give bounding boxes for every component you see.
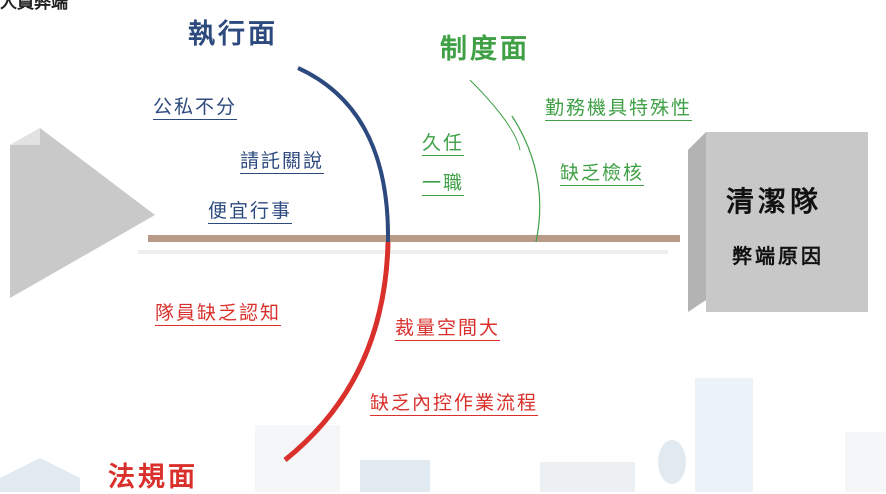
system-bone-upper: [469, 79, 521, 151]
cause-regulation-3: 缺乏內控作業流程: [370, 392, 539, 414]
cause-system-2: 一職: [422, 172, 465, 194]
header-fragment: 人員弊端: [0, 0, 68, 13]
category-system: 制度面: [440, 34, 530, 65]
cause-system-1: 久任: [422, 132, 465, 154]
spine-shadow: [138, 250, 668, 254]
category-execution: 執行面: [188, 19, 278, 50]
cause-regulation-1: 隊員缺乏認知: [155, 302, 282, 324]
head-subtitle: 弊端原因: [732, 244, 824, 268]
system-bone-lower: [511, 115, 541, 243]
fish-head-box: [688, 132, 868, 312]
cause-execution-2: 請託關說: [240, 150, 325, 172]
cause-regulation-2: 裁量空間大: [395, 317, 501, 339]
fishbone-spine: [148, 235, 680, 242]
cause-execution-1: 公私不分: [153, 96, 238, 118]
fish-tail: [10, 128, 155, 298]
city-skyline-background: [0, 378, 886, 492]
regulation-bone: [283, 241, 391, 462]
cause-system-3: 勤務機具特殊性: [545, 97, 693, 119]
category-regulation: 法規面: [108, 462, 198, 493]
head-title: 清潔隊: [726, 185, 823, 218]
cause-system-4: 缺乏檢核: [560, 162, 645, 184]
execution-bone: [297, 66, 391, 243]
cause-execution-3: 便宜行事: [208, 200, 293, 222]
